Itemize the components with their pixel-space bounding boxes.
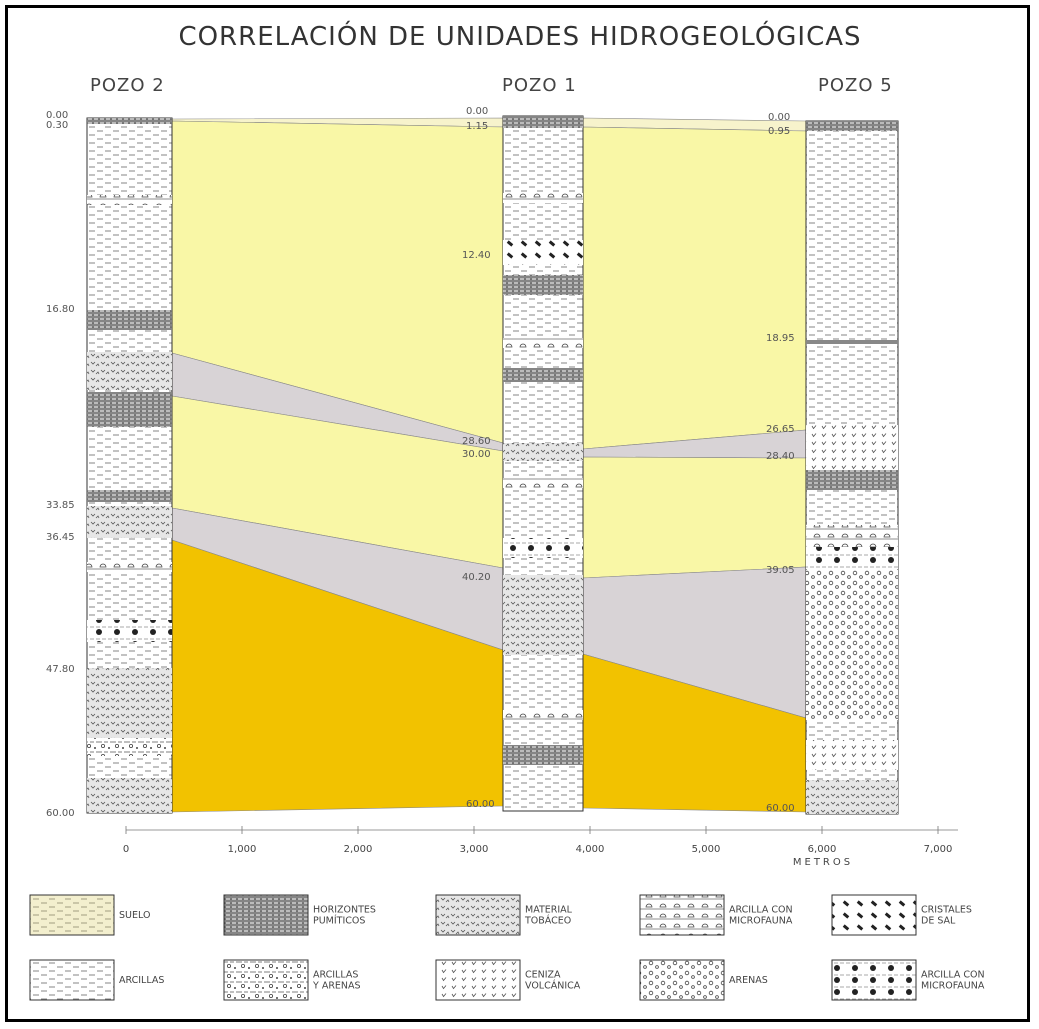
x-tick-label: 7,000 (924, 844, 953, 855)
depth-labels-pozo-5: 0.00 0.95 18.95 26.65 28.40 39.05 60.00 (766, 112, 795, 814)
depth-label: 39.05 (766, 565, 795, 576)
well-column-pozo-5 (805, 120, 899, 815)
legend-label: ARENAS (729, 975, 768, 986)
well-name-pozo-2: POZO 2 (90, 75, 165, 96)
legend-label: SUELO (119, 910, 150, 921)
legend-swatch (639, 959, 725, 1001)
depth-label: 26.65 (766, 424, 795, 435)
depth-label: 40.20 (462, 572, 491, 583)
legend-swatch (223, 959, 309, 1001)
depth-label: 0.00 (768, 112, 790, 123)
depth-label: 12.40 (462, 250, 491, 261)
depth-label: 60.00 (766, 803, 795, 814)
x-tick-label: 6,000 (808, 844, 837, 855)
x-tick-label: 3,000 (460, 844, 489, 855)
x-tick-label: 2,000 (344, 844, 373, 855)
legend-swatch (831, 959, 917, 1001)
well-name-pozo-1: POZO 1 (502, 75, 577, 96)
depth-labels-pozo-1: 0.00 1.15 12.40 28.60 30.00 40.20 60.00 (462, 106, 495, 810)
band-upper-aquifer-right (582, 126, 807, 450)
legend-swatch (29, 894, 115, 936)
legend-item-arcillas: ARCILLAS (29, 959, 164, 1001)
x-tick-label: 1,000 (228, 844, 257, 855)
x-tick-label: 4,000 (576, 844, 605, 855)
correlation-bands (171, 117, 807, 813)
legend-swatch (831, 894, 917, 936)
depth-label: 1.15 (466, 121, 488, 132)
legend-swatch (639, 894, 725, 936)
depth-labels-pozo-2: 0.00 0.30 16.80 33.85 36.45 47.80 60.00 (46, 110, 75, 819)
x-axis-label: METROS (793, 857, 853, 868)
legend-label: ARCILLAS (119, 975, 164, 986)
depth-label: 28.40 (766, 451, 795, 462)
x-axis: 0 1,000 2,000 3,000 4,000 5,000 6,000 7,000 MET… (123, 826, 958, 868)
depth-label: 0.30 (46, 120, 68, 131)
depth-label: 18.95 (766, 333, 795, 344)
depth-label: 36.45 (46, 532, 75, 543)
depth-label: 0.00 (466, 106, 488, 117)
legend-swatch (223, 894, 309, 936)
depth-label: 60.00 (466, 799, 495, 810)
depth-label: 0.00 (46, 110, 68, 121)
depth-label: 16.80 (46, 304, 75, 315)
depth-label: 33.85 (46, 500, 75, 511)
x-tick-label: 0 (123, 844, 129, 855)
depth-label: 28.60 (462, 436, 491, 447)
depth-label: 60.00 (46, 808, 75, 819)
legend-swatch (29, 959, 115, 1001)
depth-label: 0.95 (768, 126, 790, 137)
depth-label: 47.80 (46, 664, 75, 675)
well-column-pozo-2 (86, 117, 173, 814)
band-middle-aquifer-right (582, 456, 807, 579)
figure-title: CORRELACIÓN DE UNIDADES HIDROGEOLÓGICAS (178, 22, 862, 52)
legend-swatch (435, 894, 521, 936)
legend-item-suelo: SUELO (29, 894, 150, 936)
legend-item-arenas: ARENAS (639, 959, 768, 1001)
depth-label: 30.00 (462, 449, 491, 460)
well-column-pozo-1 (502, 115, 584, 812)
well-name-pozo-5: POZO 5 (818, 75, 893, 96)
legend-swatch (435, 959, 521, 1001)
x-tick-label: 5,000 (692, 844, 721, 855)
